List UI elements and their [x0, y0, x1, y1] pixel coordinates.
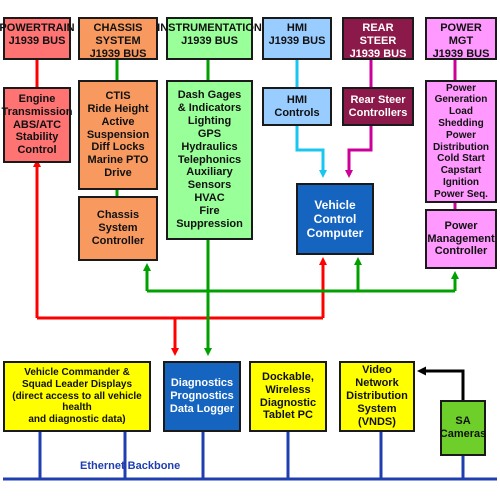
diagnostic-tablet-pc: Dockable, Wireless Diagnostic Tablet PC [249, 361, 327, 432]
hmi-bus-header: HMI J1939 BUS [262, 17, 332, 60]
display-line: Diagnostics [170, 377, 234, 390]
instrumentation-bus-header: INSTRUMENTATION J1939 BUS [157, 17, 262, 60]
header-line: HMI [286, 22, 308, 34]
video-network-distribution-system: Video Network Distribution System (VNDS) [339, 361, 415, 432]
instrumentation-functions: Dash Gages & Indicators Lighting GPS Hyd… [166, 80, 253, 240]
vehicle-commander-displays: Vehicle Commander & Squad Leader Display… [3, 361, 151, 432]
function-item: Diff Locks [91, 141, 145, 154]
function-item: Telephonics [177, 153, 242, 166]
chassis-system-controller: Chassis System Controller [78, 196, 158, 261]
header-line: REAR STEER [359, 22, 397, 47]
sa-cameras: SA Cameras [440, 400, 486, 456]
function-item: GPS [197, 127, 222, 140]
function-item: Stability Control [15, 131, 59, 157]
controller-line: Vehicle Control [313, 197, 357, 226]
controller-line: Controller [91, 234, 145, 247]
function-item: Lighting [187, 114, 232, 127]
function-item: HMI Controls [274, 93, 320, 119]
display-line: Wireless [265, 383, 311, 396]
function-item: Active Suspension [86, 115, 150, 141]
diagnostics-data-logger: Diagnostics Prognostics Data Logger [163, 361, 241, 432]
power-mgt-bus-header: POWER MGT J1939 BUS [425, 17, 497, 60]
function-item: Transmission [1, 105, 73, 118]
ethernet-backbone [3, 432, 497, 481]
function-item: Power Distribution [432, 129, 490, 153]
display-line: Dockable, [262, 370, 314, 383]
display-line: SA [455, 415, 471, 428]
controller-line: Management [427, 232, 495, 245]
header-line: INSTRUMENTATION [157, 22, 262, 34]
hmi-vcc-link [295, 126, 327, 178]
function-item: Cold Start [437, 153, 485, 165]
rear-steer-controllers: Rear Steer Controllers [342, 87, 414, 126]
header-line: J1939 BUS [349, 47, 407, 60]
display-line: Tablet PC [263, 409, 313, 422]
function-item: Auxiliary Sensors [186, 166, 233, 192]
display-line: Diagnostic [259, 396, 317, 409]
powertrain-functions: Engine Transmission ABS/ATC Stability Co… [1, 87, 73, 163]
function-item: Controllers [348, 106, 408, 119]
display-line: Prognostics [170, 390, 234, 403]
header-links [35, 60, 457, 87]
display-line: (direct access to all vehicle health [12, 390, 142, 414]
controller-line: Controller [434, 245, 488, 258]
rear-steer-vcc-link [345, 126, 373, 178]
controller-line: Computer [306, 226, 364, 241]
camera-link [417, 366, 465, 400]
power-management-controller: Power Management Controller [425, 209, 497, 269]
display-line: Cameras [439, 428, 487, 440]
function-item: HVAC [194, 192, 225, 205]
function-item: Load Shedding [438, 106, 484, 129]
header-line: J1939 BUS [268, 34, 326, 47]
function-item: Dash Gages [177, 88, 242, 101]
function-item: ABS/ATC [12, 118, 62, 131]
function-item: Fire Suppression [176, 205, 243, 231]
header-line: J1939 BUS [89, 47, 147, 60]
powertrain-bus-header: POWERTRAIN J1939 BUS [0, 17, 75, 60]
display-line: Distribution [346, 390, 408, 403]
display-line: System (VNDS) [357, 402, 397, 428]
function-item: Capstart [440, 165, 482, 177]
chassis-functions: CTIS Ride Height Active Suspension Diff … [78, 80, 158, 190]
rear-steer-bus-header: REAR STEER J1939 BUS [342, 17, 414, 60]
header-line: J1939 BUS [432, 47, 490, 60]
controller-line: System [98, 222, 138, 235]
header-line: J1939 BUS [181, 34, 238, 47]
chassis-bus-header: CHASSIS SYSTEM J1939 BUS [78, 17, 158, 60]
header-line: CHASSIS SYSTEM [93, 22, 143, 47]
display-line: Squad Leader Displays [21, 378, 133, 390]
header-line: POWERTRAIN [0, 22, 75, 34]
controller-line: Chassis [96, 209, 140, 222]
hmi-controls: HMI Controls [262, 87, 332, 126]
green-bus [143, 240, 459, 356]
function-item: & Indicators [177, 101, 242, 114]
function-item: Engine [18, 92, 56, 105]
display-line: Data Logger [169, 402, 235, 415]
function-item: Ignition Power Seq. [434, 176, 488, 200]
function-item: Rear Steer [350, 93, 406, 106]
function-item: Hydraulics [181, 140, 238, 153]
display-line: Vehicle Commander & [24, 367, 130, 378]
function-item: Power Generation [434, 82, 488, 106]
vehicle-control-computer: Vehicle Control Computer [296, 183, 374, 255]
ethernet-backbone-label: Ethernet Backbone [80, 460, 181, 472]
header-line: POWER MGT [440, 22, 482, 47]
function-item: CTIS [105, 89, 131, 102]
header-line: J1939 BUS [8, 34, 66, 47]
controller-line: Power [444, 219, 478, 232]
power-mgt-functions: Power Generation Load Shedding Power Dis… [425, 80, 497, 203]
display-line: and diagnostic data) [28, 414, 126, 426]
function-item: Ride Height [87, 102, 149, 115]
display-line: Video Network [355, 364, 399, 390]
function-item: Marine PTO Drive [87, 154, 149, 180]
